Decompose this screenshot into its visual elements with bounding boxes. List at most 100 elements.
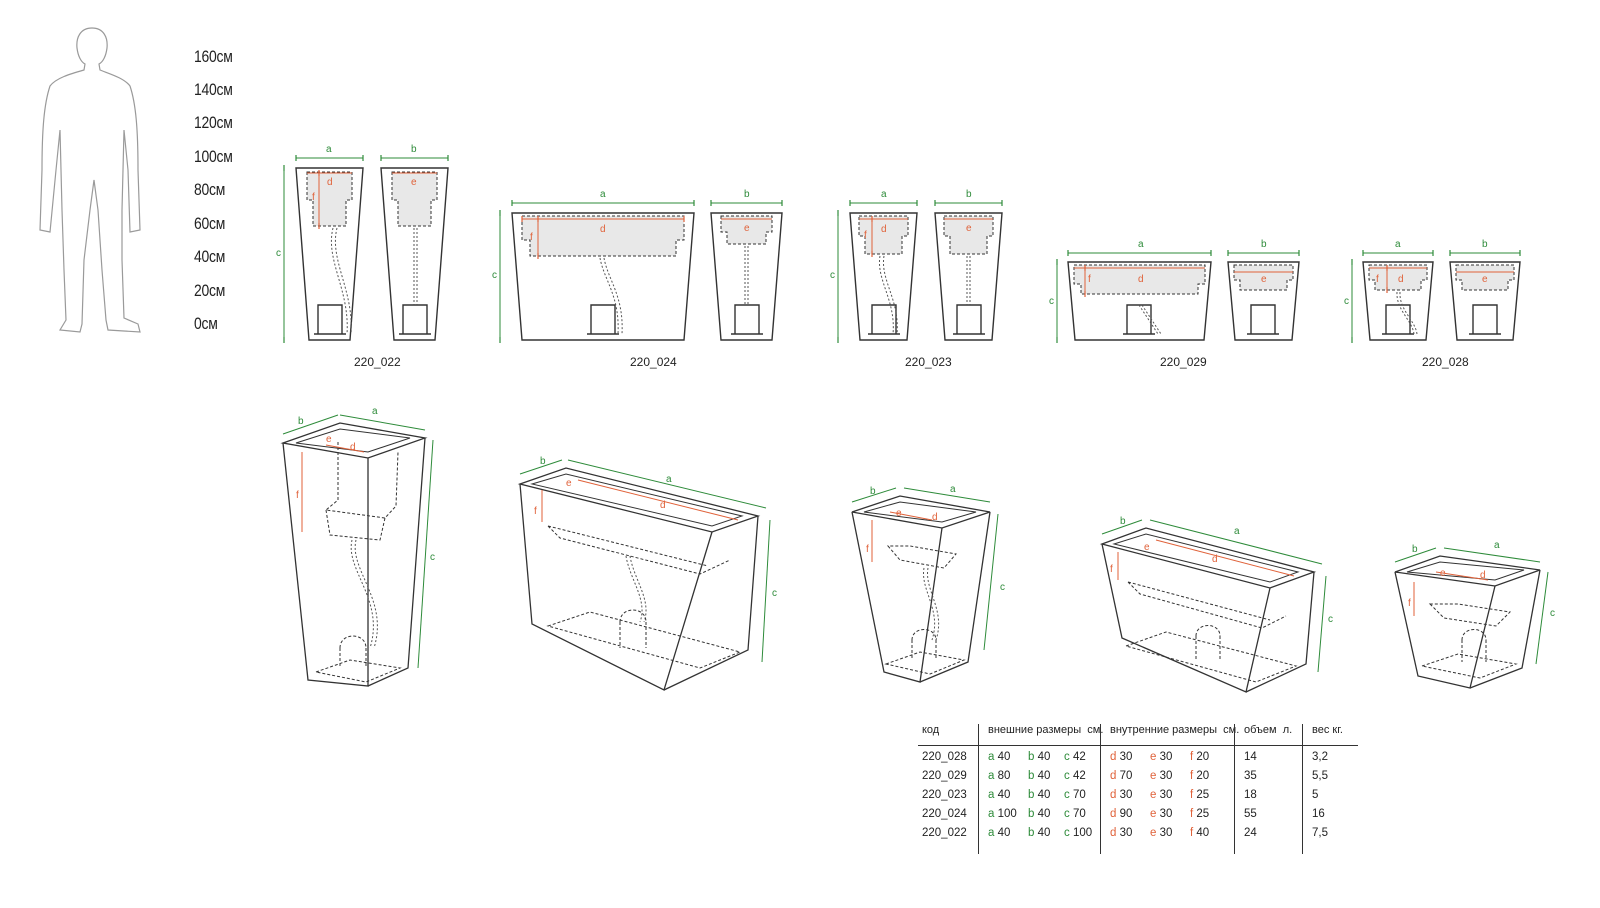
dim-label-f: f [1088, 274, 1091, 285]
dim-label-b: b [1412, 544, 1418, 555]
table-row-d: d 70 [1110, 770, 1133, 782]
table-row-a: a 40 [988, 827, 1011, 839]
dim-label-e: e [1261, 274, 1267, 285]
table-row-c: c 70 [1064, 789, 1086, 801]
dim-label-d: d [1212, 554, 1218, 565]
table-row-c: c 100 [1064, 827, 1093, 839]
dim-label-b: b [744, 189, 750, 200]
table-row-b: b 40 [1028, 751, 1051, 763]
header-volume: объем л. [1244, 724, 1293, 736]
isometric-220-028: b a c e d f [1394, 540, 1555, 689]
table-row-weight: 5 [1312, 789, 1319, 801]
dim-label-e: e [1144, 542, 1150, 553]
drawing-220-023-front: a c d f [830, 189, 918, 343]
dim-label-d: d [600, 224, 606, 235]
dim-label-f: f [1110, 564, 1113, 575]
dim-label-c: c [430, 552, 435, 563]
scale-tick: 160см [194, 47, 233, 66]
dim-label-d: d [350, 442, 356, 453]
header-divider [918, 745, 1358, 746]
drawing-220-024-side: b e [710, 189, 783, 341]
column-divider [1100, 724, 1101, 854]
scale-tick: 80см [194, 180, 226, 199]
scale-tick: 100см [194, 147, 233, 166]
dim-label-c: c [1049, 296, 1054, 307]
isometric-220-024: b a c e d f [517, 456, 777, 691]
technical-drawings: a c d f b e 220_022 a c d f b e [276, 144, 1555, 693]
dim-label-b: b [1261, 239, 1267, 250]
header-weight: вес кг. [1312, 724, 1343, 736]
dim-label-e: e [411, 177, 417, 188]
table-row-b: b 40 [1028, 789, 1051, 801]
table-row-volume: 18 [1244, 789, 1257, 801]
product-code-label: 220_029 [1160, 355, 1207, 369]
table-row-code: 220_029 [922, 770, 967, 782]
table-row-code: 220_024 [922, 808, 967, 820]
scale-tick: 20см [194, 281, 226, 300]
table-row-f: f 20 [1190, 751, 1210, 763]
dim-label-b: b [870, 486, 876, 497]
height-scale: 160см 140см 120см 100см 80см 60см 40см 2… [0, 0, 260, 360]
dim-label-d: d [1398, 274, 1404, 285]
drawing-220-028-front: a c d f [1344, 239, 1434, 343]
table-row-a: a 80 [988, 770, 1011, 782]
dim-label-d: d [932, 512, 938, 523]
table-row-weight: 7,5 [1312, 827, 1328, 839]
table-row-weight: 5,5 [1312, 770, 1328, 782]
isometric-220-023: b a c e d f [851, 484, 1005, 683]
dim-label-d: d [1138, 274, 1144, 285]
table-row-b: b 40 [1028, 770, 1051, 782]
table-row-f: f 20 [1190, 770, 1210, 782]
drawing-220-028-side: b e [1449, 239, 1521, 341]
header-outer: внешние размеры см. [988, 724, 1104, 736]
human-silhouette-icon [39, 27, 141, 333]
drawing-220-023-side: b e [934, 189, 1003, 341]
spec-table: код внешние размеры см. внутренние разме… [918, 724, 1370, 864]
table-row-code: 220_023 [922, 789, 967, 801]
drawing-220-029-side: b e [1227, 239, 1300, 341]
table-row-f: f 40 [1190, 827, 1210, 839]
header-code: код [922, 724, 940, 736]
dim-label-f: f [296, 490, 299, 501]
dim-label-e: e [966, 223, 972, 234]
table-row-d: d 30 [1110, 827, 1133, 839]
drawing-220-029-front: a c d f [1049, 239, 1212, 343]
dim-label-e: e [896, 508, 902, 519]
table-row-weight: 3,2 [1312, 751, 1328, 763]
header-inner: внутренние размеры см. [1110, 724, 1240, 736]
product-code-label: 220_024 [630, 355, 677, 369]
dim-label-f: f [534, 506, 537, 517]
column-divider [978, 724, 979, 854]
dim-label-d: d [660, 500, 666, 511]
dim-label-d: d [327, 177, 333, 188]
scale-tick: 140см [194, 80, 233, 99]
scale-tick: 60см [194, 214, 226, 233]
dim-label-b: b [1120, 516, 1126, 527]
dim-label-b: b [966, 189, 972, 200]
dim-label-c: c [830, 270, 835, 281]
dim-label-b: b [1482, 239, 1488, 250]
dim-label-a: a [1138, 239, 1144, 250]
column-divider [1234, 724, 1235, 854]
table-row-weight: 16 [1312, 808, 1325, 820]
dim-label-b: b [411, 144, 417, 155]
table-row-e: e 30 [1150, 827, 1173, 839]
table-row-e: e 30 [1150, 770, 1173, 782]
table-row-code: 220_022 [922, 827, 967, 839]
table-row-e: e 30 [1150, 808, 1173, 820]
table-row-volume: 35 [1244, 770, 1257, 782]
dim-label-e: e [744, 223, 750, 234]
table-row-b: b 40 [1028, 808, 1051, 820]
table-row-e: e 30 [1150, 751, 1173, 763]
dim-label-a: a [881, 189, 887, 200]
product-code-label: 220_022 [354, 355, 401, 369]
dim-label-c: c [772, 588, 777, 599]
table-row-a: a 40 [988, 751, 1011, 763]
dim-label-b: b [298, 416, 304, 427]
dim-label-c: c [1344, 296, 1349, 307]
dim-label-a: a [1234, 526, 1240, 537]
table-row-c: c 42 [1064, 751, 1086, 763]
scale-tick: 120см [194, 113, 233, 132]
dim-label-e: e [566, 478, 572, 489]
table-row-code: 220_028 [922, 751, 967, 763]
